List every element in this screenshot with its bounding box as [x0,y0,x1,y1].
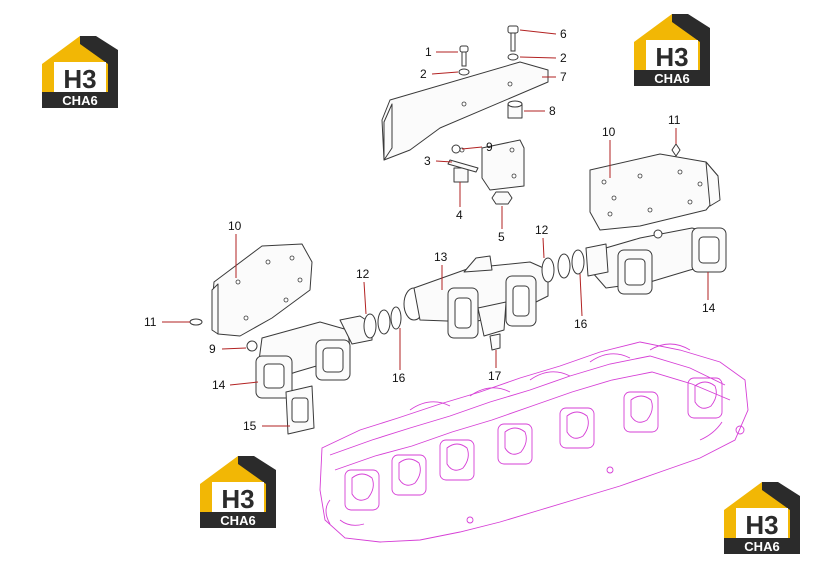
callout-c16b: 16 [574,317,588,331]
callout-c11a: 11 [144,315,157,329]
seal-rings-left [363,306,402,339]
callout-c6: 6 [560,27,567,41]
leader-c6 [519,29,557,35]
exhaust-manifold-right [585,227,727,295]
callout-c12b: 12 [535,223,549,237]
seal-rings-right [541,249,585,283]
leader-c16b [579,273,583,317]
callout-c10b: 10 [602,125,616,139]
callout-c7: 7 [560,70,567,84]
callout-leaders [162,29,709,427]
callout-c14a: 14 [212,378,226,392]
leader-c9a [461,146,483,150]
logo-mark: H3 [63,64,96,94]
leader-c14a [229,381,259,386]
washer-2-left [458,68,470,76]
exhaust-manifold-left [246,315,373,399]
bolt-6 [507,25,519,52]
callout-c5: 5 [498,230,505,244]
logo-brand: CHA6 [654,71,689,86]
logo-mark: H3 [655,42,688,72]
heat-shield-right [589,143,721,231]
callout-c10a: 10 [228,219,242,233]
nut-8 [507,100,523,119]
leader-c3 [435,160,453,163]
leader-c9b [221,347,247,350]
leader-c2a [431,71,459,75]
callout-c17: 17 [488,369,502,383]
cylinder-head-outline [319,341,749,543]
washer-2-right [507,53,519,61]
callout-c9b: 9 [209,342,216,356]
exhaust-manifold-center [403,255,549,351]
heat-shield-left [211,243,313,337]
callout-c2b: 2 [560,51,567,65]
heat-shield-upper [381,61,549,161]
callout-c2a: 2 [420,67,427,81]
leader-c12a [363,281,367,315]
callout-c13: 13 [434,250,448,264]
bracket-assembly [447,139,525,205]
callout-c15: 15 [243,419,257,433]
gasket-15 [285,385,315,435]
logo-brand: CHA6 [62,93,97,108]
logo-brand: CHA6 [220,513,255,528]
logo-mark: H3 [221,484,254,514]
leader-c12b [542,237,545,259]
callout-c12a: 12 [356,267,370,281]
logo-mark: H3 [745,510,778,540]
callout-c16a: 16 [392,371,406,385]
callout-c4: 4 [456,208,463,222]
callout-c8: 8 [549,104,556,118]
leader-c2b [519,56,557,59]
callout-c14b: 14 [702,301,716,315]
callout-c1: 1 [425,45,432,59]
callout-c3: 3 [424,154,431,168]
callout-c9a: 9 [486,140,493,154]
callout-c11b: 11 [668,113,681,127]
plug-11-left [189,318,203,326]
bolt-1 [459,45,469,67]
logo-brand: CHA6 [744,539,779,554]
